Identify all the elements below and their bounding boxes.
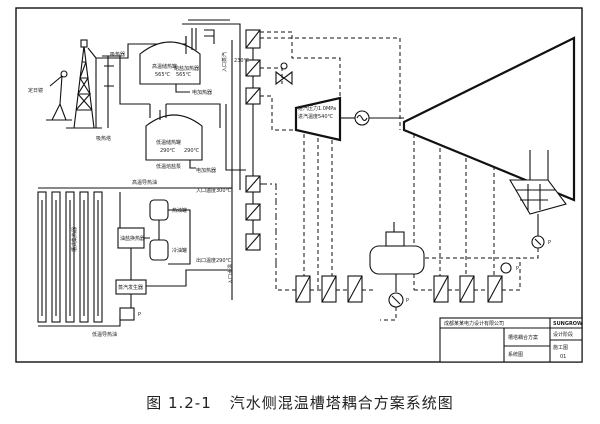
pump-p2: P (516, 266, 519, 272)
solar-tower (66, 39, 114, 129)
hot-tank-heater-label: 熔盐加热器 (174, 65, 199, 72)
steam-turbine-lp (402, 36, 576, 202)
deaerator (369, 222, 425, 292)
pump-p3: P (406, 298, 409, 304)
generator (354, 110, 370, 126)
low-temp-return-label: 低温导热油 (92, 331, 117, 338)
turbine-temp-label: 进汽温度540℃ (298, 113, 334, 120)
cold-pump-label: 低温熔盐泵 (156, 163, 181, 170)
title-rev: 01 (560, 354, 566, 360)
steam-valves (275, 62, 293, 86)
reheat-inlet-label: 入口蒸汽 (221, 52, 228, 72)
hot-salt-tank (139, 19, 241, 92)
trough-header-label: 高温导热油 (132, 179, 157, 186)
outlet-temp-label: 出口温度290℃ (196, 257, 232, 264)
caption-title: 汽水侧混温槽塔耦合方案系统图 (229, 394, 454, 412)
tower-receiver-label: 吸热器 (110, 51, 125, 58)
trough-field-label: 槽式集热器 (71, 227, 78, 252)
cold-tank-heater-label: 电加热器 (196, 167, 216, 174)
heater-label: 电加热器 (192, 89, 212, 96)
condenser (509, 150, 567, 215)
title-project: 槽塔耦合方案 (508, 334, 538, 341)
caption-number: 图 1.2-1 (146, 394, 212, 412)
cold-oil-tank-label: 冷油罐 (172, 247, 187, 254)
inlet-temp-label: 入口温度300℃ (196, 187, 232, 194)
title-logo: SUNGROW (553, 321, 583, 327)
cold-tank-temp-b: 290℃ (184, 148, 200, 154)
title-drawing: 系统图 (508, 351, 523, 358)
heliostat (46, 70, 72, 121)
cold-tank-temp: 290℃ (160, 148, 176, 154)
oil-exchanger-label: 油盐换热器 (120, 235, 145, 242)
hp-heaters (295, 275, 363, 303)
tower-base-label: 吸热塔 (96, 135, 111, 142)
steam-turbine-hp (294, 96, 342, 142)
title-company: 成都某某电力设计有限公司 (444, 320, 504, 327)
heliostat-label: 定日镜 (28, 87, 43, 94)
feed-pump (388, 292, 404, 308)
water-inlet-label: 入口水温 (227, 264, 234, 284)
lp-heaters (433, 275, 503, 303)
pump-p1: P (548, 240, 551, 246)
oil-pump (119, 307, 135, 321)
title-block (439, 317, 583, 363)
condensate-pump (531, 235, 545, 249)
oil-tanks (149, 199, 169, 261)
steam-gen-label: 蒸汽发生器 (118, 284, 143, 291)
reheat-temp-label: 230℃ (234, 58, 250, 64)
diagram-frame (15, 7, 583, 363)
pump-p4: P (138, 312, 141, 318)
system-diagram: 吸热器 吸热塔 定日镜 高温储热罐 565℃ 565℃ 熔盐加热器 电加热器 低… (15, 7, 583, 363)
turbine-pressure-label: 进汽压力1.0MPa (298, 105, 336, 112)
hot-tank-temp2: 565℃ (176, 72, 192, 78)
trough-collector-field (37, 191, 103, 323)
hot-tank-title: 高温储热罐 (152, 63, 177, 70)
title-stage: 设计阶段 (553, 331, 573, 338)
title-phase: 施工图 (553, 344, 568, 351)
drain-pump (500, 262, 512, 274)
figure-caption: 图 1.2-1 汽水侧混温槽塔耦合方案系统图 (0, 392, 600, 413)
cold-tank-title: 低温储热罐 (156, 139, 181, 146)
hot-tank-temp: 565℃ (155, 72, 171, 78)
cold-salt-tank (145, 103, 227, 161)
